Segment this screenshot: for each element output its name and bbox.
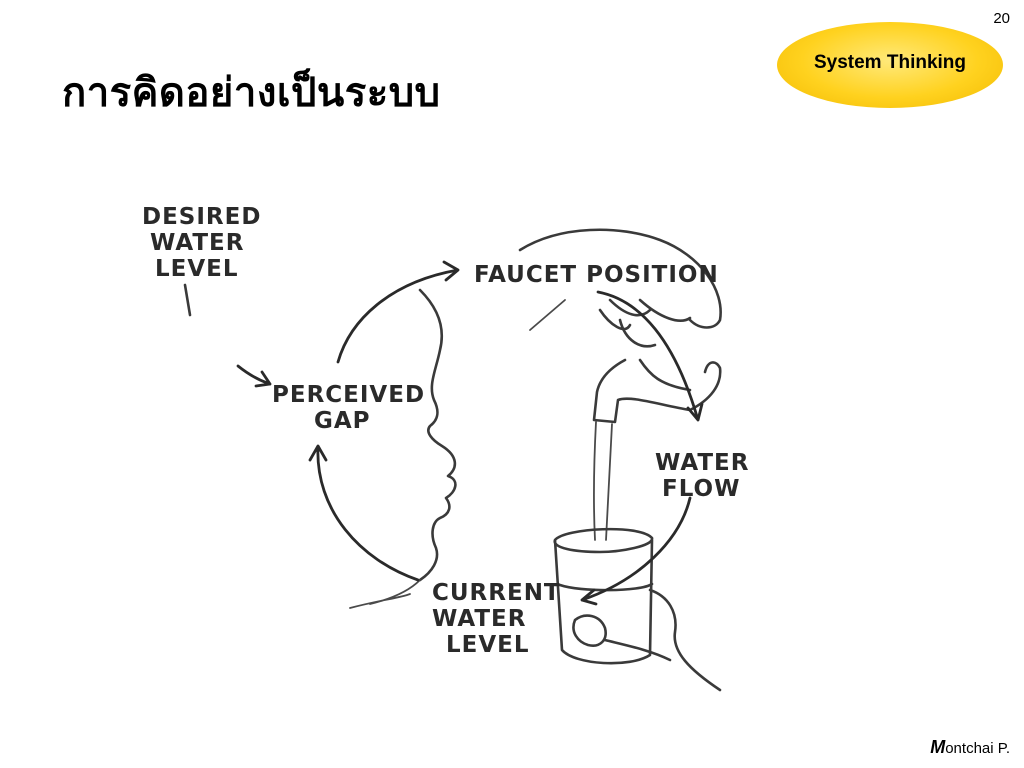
chin-neck-sketch (349, 579, 421, 609)
current-label-line1: CURRENT (432, 580, 561, 606)
arrow-current-to-gap (308, 444, 420, 582)
author-credit: Montchai P. (930, 737, 1010, 758)
hand-on-faucet-sketch (518, 228, 722, 331)
faucet-sketch (592, 318, 722, 424)
current-water-level-label: CURRENT WATER LEVEL (432, 580, 570, 658)
current-label-line3: LEVEL (446, 632, 530, 658)
page-title: การคิดอย่างเป็นระบบ (62, 70, 441, 116)
desired-label-line1: DESIRED (142, 204, 261, 230)
author-initial: M (930, 737, 946, 757)
arrow-flow-to-current (580, 496, 692, 606)
desired-label-line3: LEVEL (155, 256, 239, 282)
water-stream-sketch (593, 421, 613, 541)
arrow-desired-to-gap (236, 364, 272, 388)
topic-badge-label: System Thinking (813, 52, 967, 73)
gap-label-line2: GAP (314, 408, 371, 434)
slide-number: 20 (993, 10, 1010, 27)
water-flow-label: WATER FLOW (655, 450, 758, 502)
desired-connector-line (183, 283, 192, 317)
gap-label-line1: PERCEIVED (272, 382, 425, 408)
flow-label-line2: FLOW (662, 476, 740, 502)
face-profile-sketch (418, 288, 457, 582)
desired-label-line2: WATER (150, 230, 244, 256)
arm-sketch (529, 299, 566, 331)
flow-label-line1: WATER (655, 450, 749, 476)
arrow-gap-to-faucet (336, 260, 460, 364)
current-label-line2: WATER (432, 606, 526, 632)
author-name-rest: ontchai P. (945, 740, 1010, 757)
arrow-faucet-to-flow (596, 290, 704, 422)
desired-water-level-label: DESIRED WATER LEVEL (142, 204, 270, 282)
perceived-gap-label: PERCEIVED GAP (272, 382, 434, 434)
faucet-position-label: FAUCET POSITION (474, 262, 719, 288)
hand-holding-glass-sketch (572, 588, 722, 692)
topic-badge: System Thinking (777, 22, 1003, 108)
